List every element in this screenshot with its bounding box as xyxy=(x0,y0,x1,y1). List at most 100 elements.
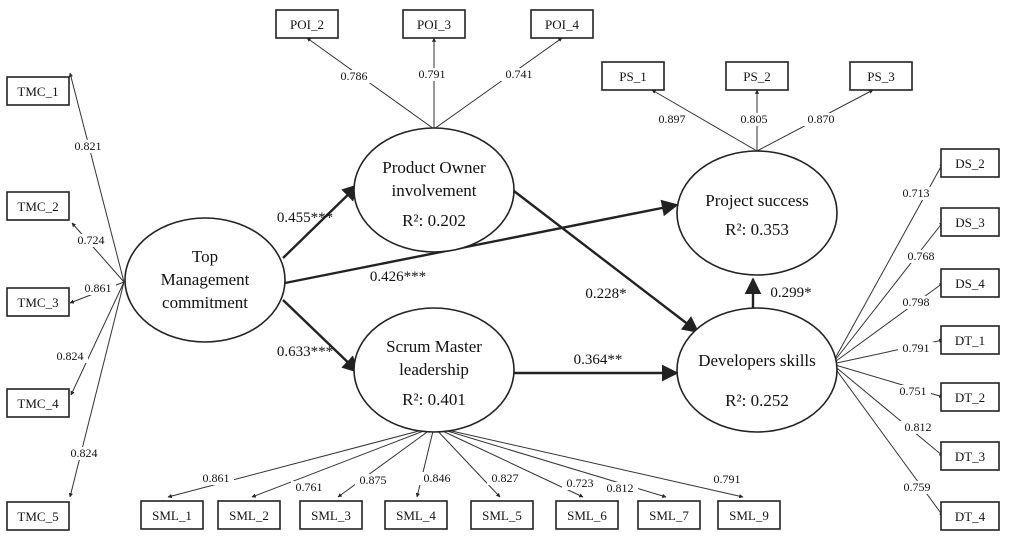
svg-text:0.791: 0.791 xyxy=(419,67,446,81)
construct-label-line: Project success xyxy=(705,191,808,210)
indicator-box-sml-7: SML_7 xyxy=(637,500,701,530)
construct-label-line: Top xyxy=(192,247,218,266)
svg-text:0.724: 0.724 xyxy=(78,233,105,247)
svg-text:0.824: 0.824 xyxy=(57,349,84,363)
r-squared-label: R²: 0.353 xyxy=(725,220,789,239)
svg-text:0.741: 0.741 xyxy=(506,67,533,81)
path-coefficient-dev-ps: 0.299* xyxy=(770,285,811,301)
path-arrow-tmc-sml xyxy=(282,299,360,374)
svg-text:0.827: 0.827 xyxy=(492,471,519,485)
indicator-label: DT_1 xyxy=(955,333,985,348)
svg-text:0.812: 0.812 xyxy=(607,481,634,495)
indicator-label: TMC_1 xyxy=(17,84,58,99)
svg-text:0.875: 0.875 xyxy=(360,473,387,487)
svg-text:0.713: 0.713 xyxy=(903,186,930,200)
svg-text:0.798: 0.798 xyxy=(903,295,930,309)
indicator-loading-line xyxy=(415,426,435,498)
path-coefficient-sml-dev: 0.364** xyxy=(574,352,623,368)
construct-label-line: Developers skills xyxy=(698,351,816,370)
loading-value: 0.870 xyxy=(803,112,839,126)
indicator-box-poi-4: POI_4 xyxy=(530,9,594,39)
indicator-loading-line xyxy=(831,221,944,365)
construct-label-line: Scrum Master xyxy=(386,337,482,356)
indicator-box-tmc-1: TMC_1 xyxy=(6,76,70,106)
indicator-box-poi-3: POI_3 xyxy=(402,9,466,39)
indicator-box-sml-2: SML_2 xyxy=(217,500,281,530)
path-coefficient-tmc-po: 0.455*** xyxy=(277,210,333,226)
indicator-box-tmc-2: TMC_2 xyxy=(6,191,70,221)
indicator-label: PS_3 xyxy=(867,69,894,84)
indicator-label: TMC_5 xyxy=(17,509,58,524)
loading-value: 0.897 xyxy=(654,112,690,126)
svg-text:0.897: 0.897 xyxy=(659,112,686,126)
indicator-label: DS_4 xyxy=(955,276,985,291)
construct-label-line: Product Owner xyxy=(382,158,486,177)
loading-value: 0.812 xyxy=(602,481,638,495)
structural-paths xyxy=(282,183,762,382)
indicator-label: SML_3 xyxy=(311,508,351,523)
svg-text:0.723: 0.723 xyxy=(567,476,594,490)
indicator-label: DT_3 xyxy=(955,449,985,464)
path-arrow-tmc-po xyxy=(282,183,360,259)
indicator-loading-line xyxy=(70,281,125,396)
loading-value: 0.761 xyxy=(291,480,327,494)
loading-value: 0.821 xyxy=(70,139,106,153)
indicator-box-sml-6: SML_6 xyxy=(555,500,619,530)
indicator-box-tmc-3: TMC_3 xyxy=(6,287,70,317)
indicator-box-dt-2: DT_2 xyxy=(940,382,1000,412)
indicator-loading-line xyxy=(68,281,125,498)
svg-text:0.786: 0.786 xyxy=(341,69,368,83)
svg-text:0.751: 0.751 xyxy=(900,384,927,398)
path-arrow-tmc-ps xyxy=(284,199,679,285)
indicator-box-ds-2: DS_2 xyxy=(940,148,1000,178)
svg-text:0.861: 0.861 xyxy=(85,281,112,295)
construct-label-line: leadership xyxy=(399,360,469,379)
indicator-box-ps-3: PS_3 xyxy=(849,61,913,91)
indicator-box-dt-4: DT_4 xyxy=(940,501,1000,531)
indicator-label: TMC_3 xyxy=(17,295,58,310)
construct-label-line: commitment xyxy=(162,293,248,312)
loading-value: 0.824 xyxy=(52,349,88,363)
indicator-label: POI_4 xyxy=(545,17,579,32)
path-coefficient-labels: 0.455***0.426***0.633***0.228*0.364**0.2… xyxy=(277,210,812,368)
path-coefficient-tmc-ps: 0.426*** xyxy=(370,269,426,285)
svg-text:0.768: 0.768 xyxy=(908,249,935,263)
indicator-label: SML_2 xyxy=(229,508,269,523)
svg-text:0.805: 0.805 xyxy=(741,112,768,126)
indicator-label: SML_6 xyxy=(567,508,607,523)
loading-value: 0.875 xyxy=(355,473,391,487)
indicator-box-tmc-4: TMC_4 xyxy=(6,388,70,418)
indicator-label: SML_7 xyxy=(649,508,689,523)
r-squared-label: R²: 0.401 xyxy=(402,390,466,409)
indicator-loading-line xyxy=(68,72,125,283)
indicator-label: PS_2 xyxy=(743,69,770,84)
indicator-label: TMC_2 xyxy=(17,199,58,214)
indicator-loading-line xyxy=(337,426,435,498)
indicator-label: SML_9 xyxy=(729,508,769,523)
loading-value: 0.786 xyxy=(336,69,372,83)
loading-value: 0.751 xyxy=(895,384,931,398)
indicator-loading-line xyxy=(167,426,435,499)
indicator-loading-line xyxy=(433,426,744,499)
construct-product-owner-involvement: Product Owner involvement R²: 0.202 xyxy=(353,127,515,253)
loading-value: 0.812 xyxy=(900,420,936,434)
svg-text:0.821: 0.821 xyxy=(75,139,102,153)
indicator-loading-line xyxy=(433,37,563,130)
loading-value: 0.724 xyxy=(73,233,109,247)
loading-value: 0.723 xyxy=(562,476,598,490)
indicator-box-tmc-5: TMC_5 xyxy=(6,501,70,531)
loading-value: 0.861 xyxy=(198,471,234,485)
path-coefficient-po-dev: 0.228* xyxy=(585,286,626,302)
indicator-box-ps-2: PS_2 xyxy=(725,61,789,91)
svg-text:0.812: 0.812 xyxy=(905,420,932,434)
loading-value: 0.791 xyxy=(414,67,450,81)
indicator-box-sml-3: SML_3 xyxy=(299,500,363,530)
loading-value: 0.768 xyxy=(903,249,939,263)
indicator-label: DS_2 xyxy=(955,156,985,171)
construct-developers-skills: Developers skills R²: 0.252 xyxy=(676,307,838,433)
indicator-loading-line xyxy=(831,363,944,457)
construct-top-management-commitment: Top Management commitment xyxy=(124,217,286,343)
svg-text:0.861: 0.861 xyxy=(203,471,230,485)
indicator-box-poi-2: POI_2 xyxy=(275,9,339,39)
